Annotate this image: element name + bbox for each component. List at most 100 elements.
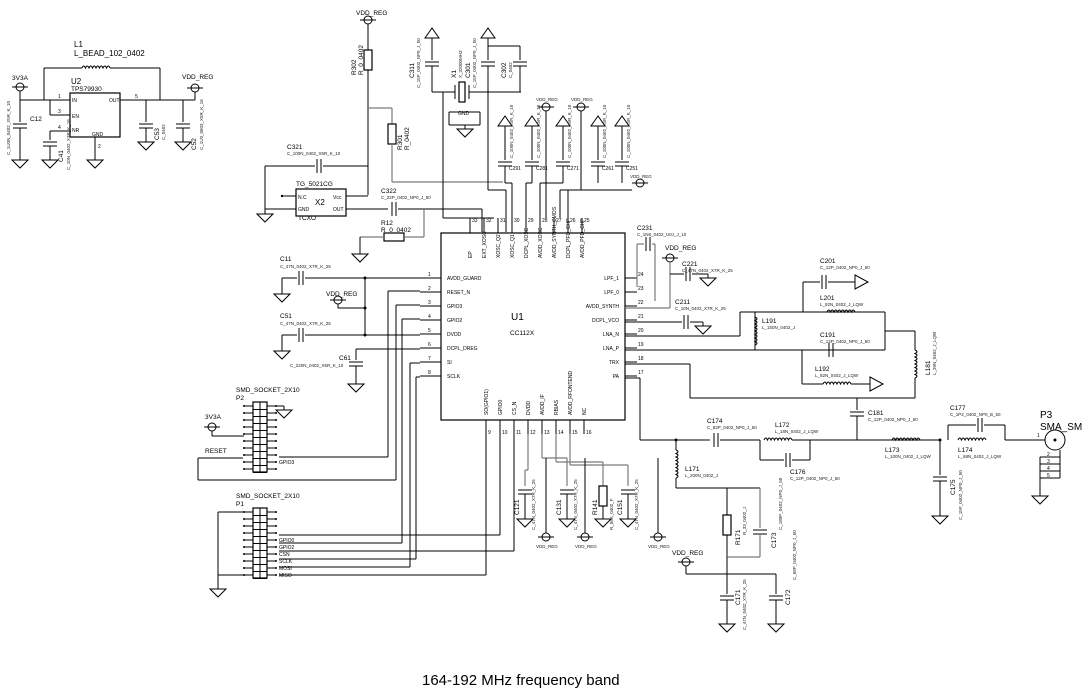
antenna-part: SMA_SMD	[1040, 422, 1083, 433]
pin-dot	[275, 419, 277, 421]
c201-value: C_12P_0402_NP0_J_50	[820, 265, 870, 270]
res-value: R_0_0402	[358, 45, 365, 75]
ic-pin-number: 31	[500, 218, 506, 224]
ic-pin-name: GPIO2	[447, 318, 463, 324]
header-signal-label: GPIO0	[279, 538, 295, 544]
capacitor-icon	[849, 411, 865, 417]
cap-value: C_1U0_0603_X5R_K_16	[199, 99, 204, 150]
c172-value: C_68P_0402_NP0_J_50	[792, 530, 797, 580]
capacitor-icon	[932, 476, 948, 482]
power-vdd-label: VDD_REG	[182, 74, 213, 81]
reg-pin-num: 1	[58, 94, 61, 100]
pin-dot	[275, 567, 277, 569]
r171-value: R_33_0402_J	[742, 507, 747, 535]
oscillator-section: VDD_REG R302 R_0_0402 R301 R_0402 C321 C…	[256, 10, 528, 263]
cap-value: C_15P_0402_NP0_J_50	[472, 38, 477, 88]
inductor-icon	[675, 449, 679, 479]
ic-pin-name: LNA_N	[603, 332, 620, 338]
antenna-pin: 4	[1047, 466, 1050, 472]
tcxo-pin: GND	[298, 207, 310, 213]
capacitor-icon	[752, 529, 768, 535]
part-value: C_47N_0402_X7R_K_25	[573, 479, 578, 530]
cap-value: C_100N_0402_X5R_K_10	[287, 151, 341, 156]
capacitor-icon	[512, 61, 528, 67]
pin-dot	[243, 426, 245, 428]
ground-triangle-icon	[854, 274, 870, 290]
bead-inductor-icon	[81, 65, 111, 69]
bead-value: L_BEAD_102_0402	[74, 49, 145, 58]
cap-ref: C311	[409, 63, 416, 78]
ground-icon	[699, 273, 717, 287]
reg-pin-num: 3	[58, 109, 61, 115]
header-signal-label: CSN	[279, 552, 290, 558]
ic-pin-number: 5	[428, 328, 431, 334]
ic-pin-number: 11	[516, 430, 521, 436]
c191-value: C_12P_0402_NP0_J_50	[820, 339, 870, 344]
capacitor-icon	[683, 314, 689, 330]
l201-value: L_82N_0402_J_LQW	[820, 302, 864, 307]
ic-pin-name: AVDD_IF	[540, 394, 546, 415]
regulator-part: TPS79930	[71, 86, 102, 93]
l174-ref: L174	[958, 447, 973, 454]
header-signal-label: SCLK	[279, 559, 293, 565]
l171-value: L_200N_0402_J	[685, 473, 718, 478]
pin-dot	[243, 405, 245, 407]
c181-ref: C181	[868, 410, 884, 417]
power-vdd-label: VDD_REG	[536, 97, 558, 102]
ic-pin-number: 4	[428, 314, 431, 320]
ground-icon	[931, 511, 949, 525]
ic-pin-name: AVDD_PFD_CHP	[580, 218, 586, 258]
ic-pin-number: 14	[558, 430, 564, 436]
ic-pin-number: 16	[586, 430, 592, 436]
capacitor-icon	[480, 61, 496, 67]
resistor-icon	[387, 123, 397, 145]
right-decoupling-section: C231 C_1N8_0402_U0J_J_10 VDD_REG C221 C_…	[625, 225, 733, 335]
header-signal-label: GPIO3	[279, 460, 295, 466]
capacitor-icon	[713, 432, 719, 448]
cap-value: C_100N_0402_X5R_K_10	[626, 104, 631, 158]
ic-pin-number: 25	[584, 218, 590, 224]
pin-dot	[243, 412, 245, 414]
part-value: C_47N_0402_X7R_K_25	[634, 479, 639, 530]
c171-value: C_47N_0402_X7R_K_25	[742, 579, 747, 630]
header-reset-label: RESET	[205, 448, 227, 455]
reg-pin-num: 4	[58, 125, 61, 131]
pin-dot	[275, 539, 277, 541]
antenna-pin: 3	[1047, 459, 1050, 465]
pin-dot	[243, 532, 245, 534]
power-vdd-icon	[576, 532, 594, 542]
c173-value: C_180P_0402_NP0_J_50	[778, 477, 783, 530]
capacitor-icon	[348, 361, 364, 367]
l172-ref: L172	[775, 422, 790, 429]
ground-triangle-icon	[869, 376, 885, 392]
pin-dot	[243, 539, 245, 541]
power-vdd-icon	[631, 178, 649, 188]
ic-u1: U1 CC112X 1AVDD_GUARD2RESET_N3GPIO34GPIO…	[420, 206, 644, 436]
cap-value: C_0402	[161, 124, 166, 140]
header-section: SMD_SOCKET_2X10P2GPIO3SMD_SOCKET_2X10P1G…	[203, 387, 300, 598]
capacitor-icon	[424, 61, 440, 67]
header-ref: P2	[236, 395, 244, 402]
cap-ref: C61	[339, 355, 351, 362]
c177-value: C_1P2_0402_NP0_B_50	[950, 412, 1001, 417]
capacitor-icon	[821, 274, 827, 290]
resistor-icon	[383, 232, 405, 242]
ic-pin-number: 17	[638, 370, 644, 376]
cap-ref: C211	[675, 299, 690, 306]
ground-icon	[209, 584, 227, 598]
part-ref: C121	[514, 499, 521, 515]
reg-pin-num: 2	[98, 144, 101, 150]
cap-value: C_10N_0402_X7R_K_16	[66, 119, 71, 170]
ic-pin-number: 30	[514, 218, 520, 224]
capacitor-icon	[316, 158, 322, 174]
capacitor-icon	[719, 595, 735, 601]
ic-pin-name: LPF_1	[604, 276, 619, 282]
pin-dot	[243, 419, 245, 421]
header-signal-label: MISO	[279, 573, 292, 579]
reg-pin-num: 5	[135, 94, 138, 100]
c174-value: C_82P_0402_NP0_J_50	[707, 425, 757, 430]
pin-dot	[275, 433, 277, 435]
ic-pin-name: AVDD_RFONTEND	[568, 371, 574, 415]
ic-pin-number: 26	[570, 218, 576, 224]
pin-dot	[243, 433, 245, 435]
